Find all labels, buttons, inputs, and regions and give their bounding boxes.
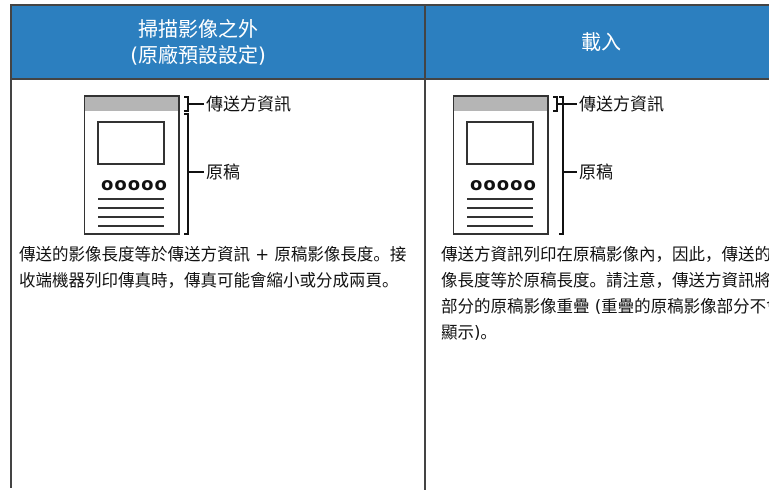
image-area xyxy=(466,121,534,165)
tx-info-strip xyxy=(85,97,178,111)
header-outside-subtitle: (原廠預設設定) xyxy=(130,43,266,67)
cell-outside-image: ooooo 傳送方資訊 原稿 傳送的影像長度等於傳送方資訊 + 原稿影像長度。接… xyxy=(12,80,426,490)
header-cell-outside-image: 掃描影像之外 (原廠預設設定) xyxy=(12,6,426,78)
cell-inside-image: ooooo 傳送方資訊 原稿 傳送方資訊列印在原稿影像內，因此，傳送的影像長度等… xyxy=(426,80,769,490)
outside-image-diagram: ooooo 傳送方資訊 原稿 xyxy=(84,95,291,235)
inside-image-description: 傳送方資訊列印在原稿影像內，因此，傳送的影像長度等於原稿長度。請注意，傳送方資訊… xyxy=(441,245,769,342)
original-label: 原稿 xyxy=(579,163,613,183)
header-cell-inside-image: 載入 xyxy=(426,6,769,78)
tx-info-strip xyxy=(454,97,547,111)
header-outside-title: 掃描影像之外 xyxy=(138,17,258,41)
sample-text: ooooo xyxy=(101,174,168,195)
inside-image-diagram: ooooo 傳送方資訊 原稿 xyxy=(453,95,664,235)
sample-text: ooooo xyxy=(470,174,537,195)
header-inside-title: 載入 xyxy=(581,30,621,54)
outside-image-description: 傳送的影像長度等於傳送方資訊 + 原稿影像長度。接收端機器列印傳真時，傳真可能會… xyxy=(19,245,407,290)
table-header-row: 掃描影像之外 (原廠預設設定) 載入 xyxy=(12,6,769,80)
comparison-table: 掃描影像之外 (原廠預設設定) 載入 ooooo 傳送方資訊 xyxy=(10,4,769,490)
image-area xyxy=(97,121,165,165)
original-label: 原稿 xyxy=(206,163,240,183)
tx-info-label: 傳送方資訊 xyxy=(579,95,664,115)
tx-info-label: 傳送方資訊 xyxy=(206,95,291,115)
